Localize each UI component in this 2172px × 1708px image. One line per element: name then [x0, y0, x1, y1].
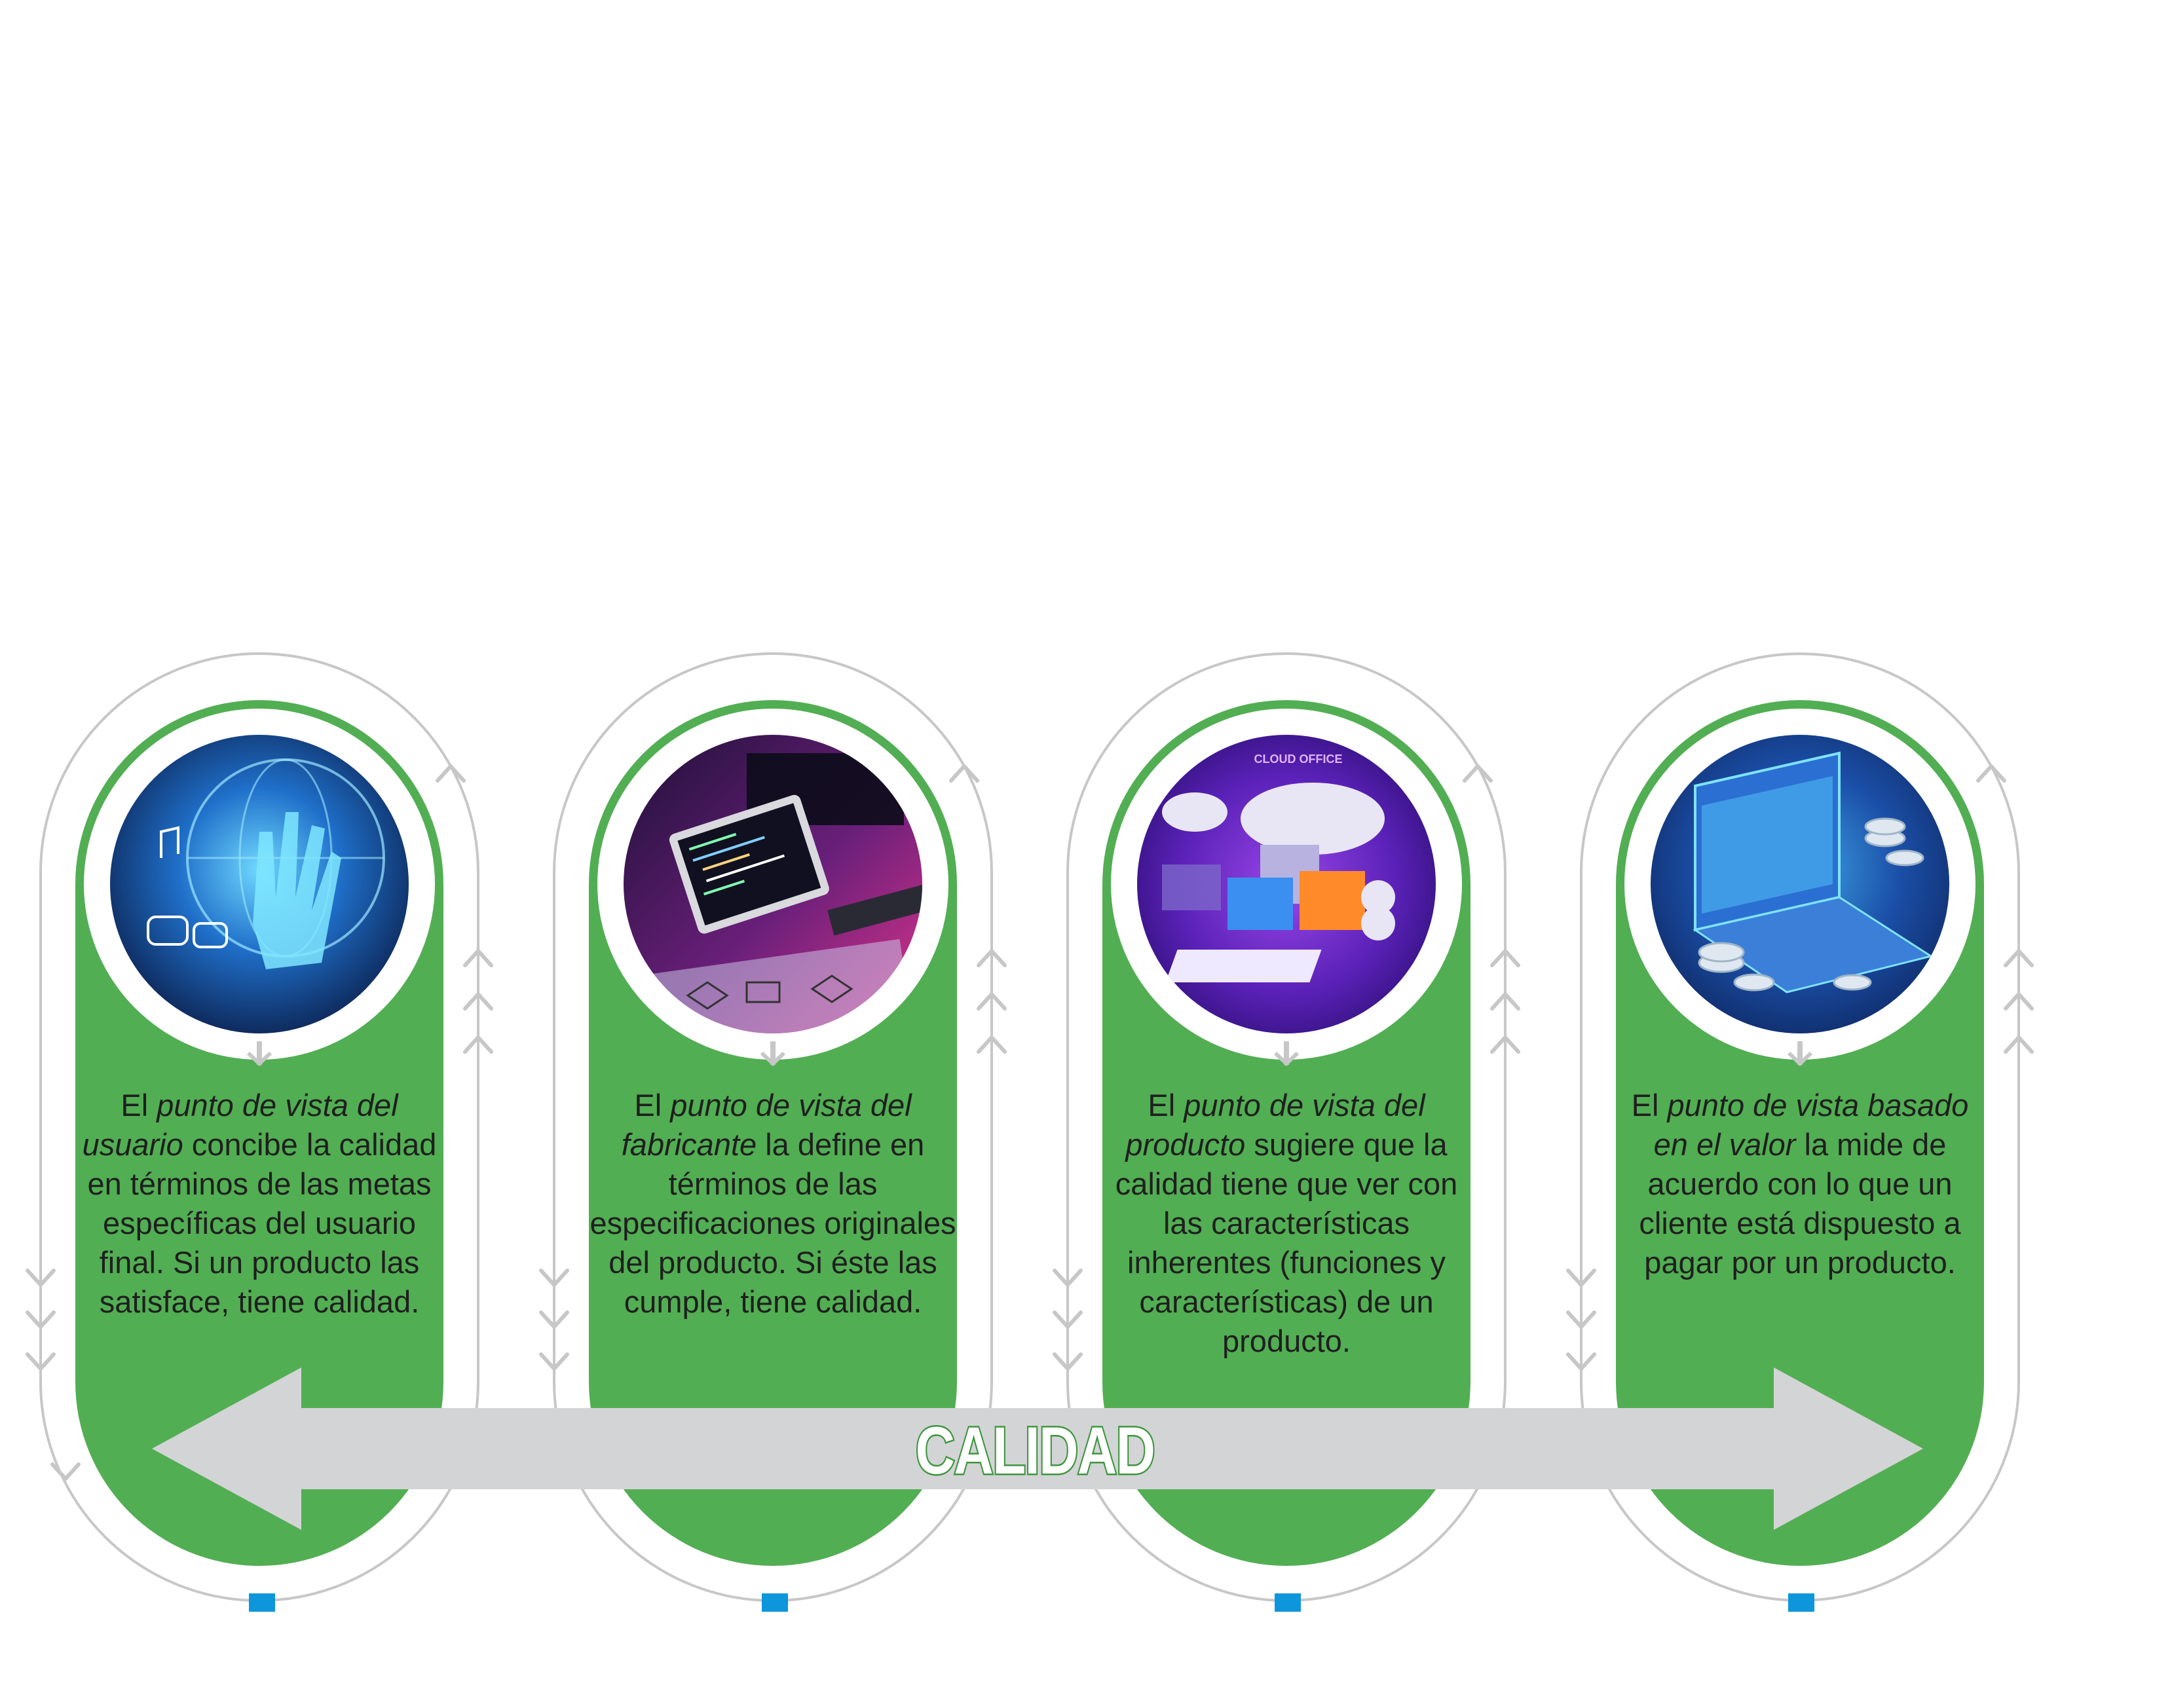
card-valor [1580, 652, 2020, 1612]
chevron-down-icon [1566, 1310, 1596, 1329]
chevron-down-icon [26, 1352, 56, 1371]
text-post: la mide de acuerdo con lo que un cliente… [1639, 1127, 1961, 1280]
text-post: sugiere que la calidad tiene que ver con… [1115, 1127, 1458, 1358]
laptop-coins-data-icon [1651, 735, 1949, 1033]
chevron-up-icon [949, 764, 979, 783]
connector-stem [257, 1041, 262, 1065]
text-emphasis: punto de vista del usuario [82, 1088, 398, 1162]
bottom-marker [1275, 1593, 1301, 1612]
chevron-up-icon [463, 949, 493, 967]
card-outline-outer [553, 652, 993, 1602]
text-pre: El [1148, 1088, 1184, 1123]
chevron-up-icon [977, 992, 1007, 1011]
chevron-up-icon [463, 1035, 493, 1054]
text-pre: El [121, 1088, 157, 1123]
chevron-up-icon [2004, 992, 2034, 1011]
connector-stem [1797, 1041, 1803, 1065]
chevron-down-icon [1566, 1269, 1596, 1287]
card-text-usuario: El punto de vista del usuario concibe la… [76, 1086, 443, 1322]
card-outline-outer [1066, 652, 1507, 1602]
chevron-down-icon [1566, 1352, 1596, 1371]
card-text-valor: El punto de vista basado en el valor la … [1617, 1086, 1983, 1282]
center-label-calidad: CALIDAD [914, 1411, 1157, 1489]
card-text-producto: El punto de vista del producto sugiere q… [1103, 1086, 1470, 1361]
text-emphasis: punto de vista basado en el valor [1653, 1088, 1969, 1162]
bottom-marker [1788, 1593, 1814, 1612]
chevron-down-icon [50, 1462, 81, 1481]
image-caption: CLOUD OFFICE [1254, 752, 1343, 766]
chevron-up-icon [436, 764, 466, 783]
bottom-marker [249, 1593, 275, 1612]
chevron-up-icon [1490, 949, 1520, 967]
connector-stem [1284, 1041, 1289, 1065]
card-outline-outer [1580, 652, 2020, 1602]
chevron-down-icon [1053, 1269, 1083, 1287]
chevron-up-icon [977, 949, 1007, 967]
chevron-down-icon [1053, 1352, 1083, 1371]
bottom-marker [762, 1593, 788, 1612]
card-producto: CLOUD OFFICE [1066, 652, 1507, 1612]
cloud-office-isometric-icon: CLOUD OFFICE [1137, 735, 1436, 1033]
text-pre: El [634, 1088, 671, 1123]
connector-chevron [760, 1051, 786, 1067]
card-outline-outer [39, 652, 479, 1602]
text-pre: El [1631, 1088, 1668, 1123]
connector-chevron [1273, 1051, 1300, 1067]
chevron-up-icon [463, 992, 493, 1011]
card-usuario [39, 652, 479, 1612]
chevron-down-icon [539, 1352, 569, 1371]
connector-chevron [246, 1051, 272, 1067]
chevron-up-icon [2004, 1035, 2034, 1054]
chevron-up-icon [1490, 992, 1520, 1011]
text-emphasis: punto de vista del producto [1125, 1088, 1425, 1162]
text-emphasis: punto de vista del fabricante [621, 1088, 912, 1162]
tablet-code-flowchart-icon [624, 735, 922, 1033]
text-post: la define en términos de las especificac… [590, 1127, 956, 1319]
hand-touching-globe-network-icon [110, 735, 409, 1033]
connector-stem [770, 1041, 776, 1065]
chevron-up-icon [1490, 1035, 1520, 1054]
text-post: concibe la calidad en términos de las me… [87, 1127, 437, 1319]
card-text-fabricante: El punto de vista del fabricante la defi… [590, 1086, 956, 1322]
chevron-up-icon [1463, 764, 1493, 783]
chevron-up-icon [1976, 764, 2006, 783]
chevron-up-icon [2004, 949, 2034, 967]
chevron-down-icon [26, 1310, 56, 1329]
card-fabricante [553, 652, 993, 1612]
chevron-down-icon [539, 1269, 569, 1287]
chevron-down-icon [26, 1269, 56, 1287]
connector-chevron [1787, 1051, 1813, 1067]
double-arrow-calidad [152, 1367, 1923, 1530]
outline-direction-chevrons [26, 764, 2034, 1481]
chevron-up-icon [977, 1035, 1007, 1054]
chevron-down-icon [1053, 1310, 1083, 1329]
chevron-down-icon [539, 1310, 569, 1329]
